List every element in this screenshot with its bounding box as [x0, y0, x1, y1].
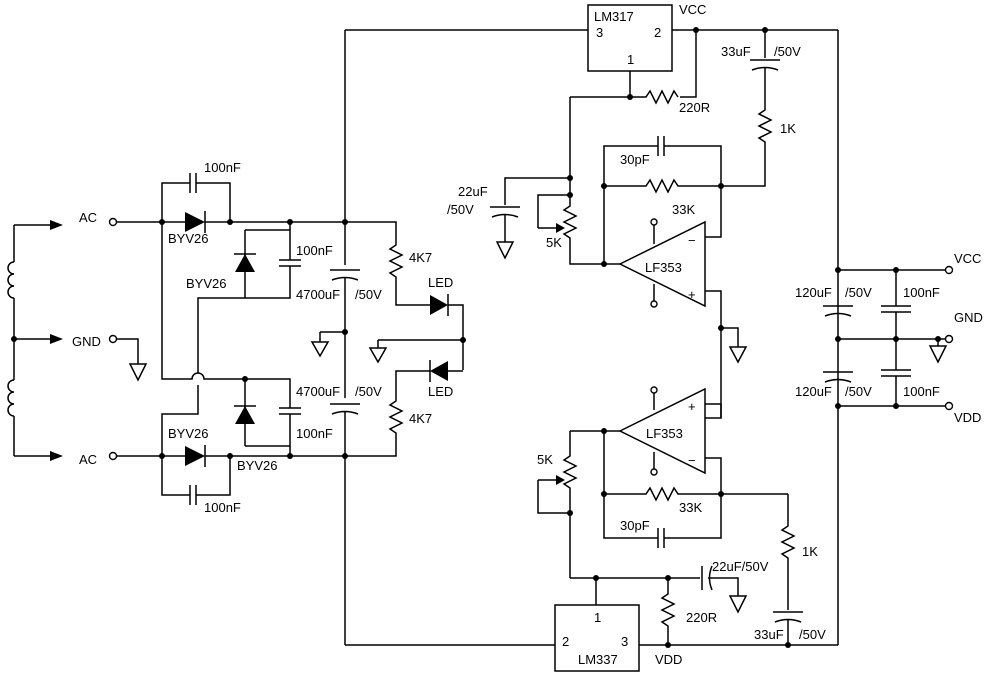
c33-bottom-b-label: /50V	[799, 627, 826, 642]
c-bulk-top-a: 4700uF	[296, 287, 340, 302]
d-mid-top-label: BYV26	[186, 276, 226, 291]
ac-bottom-terminal[interactable]	[108, 451, 118, 461]
opamp-top-label: LF353	[645, 260, 682, 275]
opamp-bottom-label: LF353	[646, 426, 683, 441]
gnd-out-label: GND	[954, 310, 983, 325]
c30-top-label: 30pF	[620, 152, 650, 167]
r220-bottom-label: 220R	[686, 610, 717, 625]
gnd-in-terminal[interactable]	[108, 334, 118, 344]
bulk-capacitors	[310, 30, 466, 645]
c120-top-a: 120uF	[795, 285, 832, 300]
r220-top-label: 220R	[679, 100, 710, 115]
opamp-bottom-minus: −	[688, 453, 696, 468]
r-led-top-label: 4K7	[409, 250, 432, 265]
c100-out-top: 100nF	[903, 285, 940, 300]
ac-bottom-label: AC	[79, 452, 97, 467]
vcc-top-label: VCC	[679, 2, 706, 17]
r33k-bottom-label: 33K	[679, 500, 702, 515]
ac-top-label: AC	[79, 210, 97, 225]
pot-bottom-label: 5K	[537, 452, 553, 467]
led-top-label: LED	[428, 275, 453, 290]
c-bridge-top-label: 100nF	[204, 160, 241, 175]
r1k-top-label: 1K	[780, 121, 796, 136]
c120-bottom-a: 120uF	[795, 384, 832, 399]
pot-top-label: 5K	[546, 235, 562, 250]
c33-top-b-label: /50V	[774, 44, 801, 59]
r33k-top-label: 33K	[672, 202, 695, 217]
d-bottom-label: BYV26	[237, 458, 277, 473]
lm317-pin2: 2	[654, 25, 661, 40]
led-bottom-label: LED	[428, 384, 453, 399]
c-adj-top-a: 22uF	[458, 184, 488, 199]
c-bulk-bottom-a: 4700uF	[296, 384, 340, 399]
r1k-bottom-label: 1K	[802, 544, 818, 559]
c33-bottom-label: 33uF	[754, 627, 784, 642]
c100-out-bottom: 100nF	[903, 384, 940, 399]
c-bulk-top-b: /50V	[355, 287, 382, 302]
c-bulk-bottom-b: /50V	[355, 384, 382, 399]
vdd-bottom-label: VDD	[655, 652, 682, 667]
vdd-out-label: VDD	[954, 410, 981, 425]
opamp-top-minus: −	[688, 233, 696, 248]
lm317-pin1: 1	[627, 52, 634, 67]
vcc-out-label: VCC	[954, 251, 981, 266]
d-top-label: BYV26	[168, 231, 208, 246]
c-bridge-bottom-label: 100nF	[204, 500, 241, 515]
ground-symbol	[128, 363, 148, 382]
opamp-bottom-plus: +	[688, 399, 696, 414]
lm317-label: LM317	[594, 9, 634, 24]
c120-bottom-b: /50V	[845, 384, 872, 399]
gnd-out-terminal[interactable]	[944, 334, 954, 344]
lm337-pin1: 1	[594, 610, 601, 625]
positive-regulator	[345, 4, 838, 419]
opamp-top-plus: +	[688, 287, 696, 302]
vcc-out-terminal[interactable]	[944, 265, 954, 275]
c-diode-top-label: 100nF	[296, 243, 333, 258]
c33-top-label: 33uF	[721, 44, 751, 59]
lm317-pin3: 3	[596, 25, 603, 40]
output-filter	[823, 30, 948, 645]
d-mid-bottom-label: BYV26	[168, 426, 208, 441]
bridge-rectifier	[117, 173, 345, 505]
gnd-in-label: GND	[72, 334, 101, 349]
c-adj-top-b: /50V	[447, 202, 474, 217]
lm337-pin2: 2	[562, 634, 569, 649]
c-diode-bottom-label: 100nF	[296, 426, 333, 441]
lm337-pin3: 3	[621, 634, 628, 649]
c120-top-b: /50V	[845, 285, 872, 300]
c22-bottom-label: 22uF/50V	[712, 559, 769, 574]
transformer	[7, 220, 63, 461]
lm337-label: LM337	[578, 652, 618, 667]
c30-bottom-label: 30pF	[620, 518, 650, 533]
negative-regulator	[345, 386, 838, 672]
r-led-bottom-label: 4K7	[409, 411, 432, 426]
ac-top-terminal[interactable]	[108, 217, 118, 227]
vdd-out-terminal[interactable]	[944, 401, 954, 411]
